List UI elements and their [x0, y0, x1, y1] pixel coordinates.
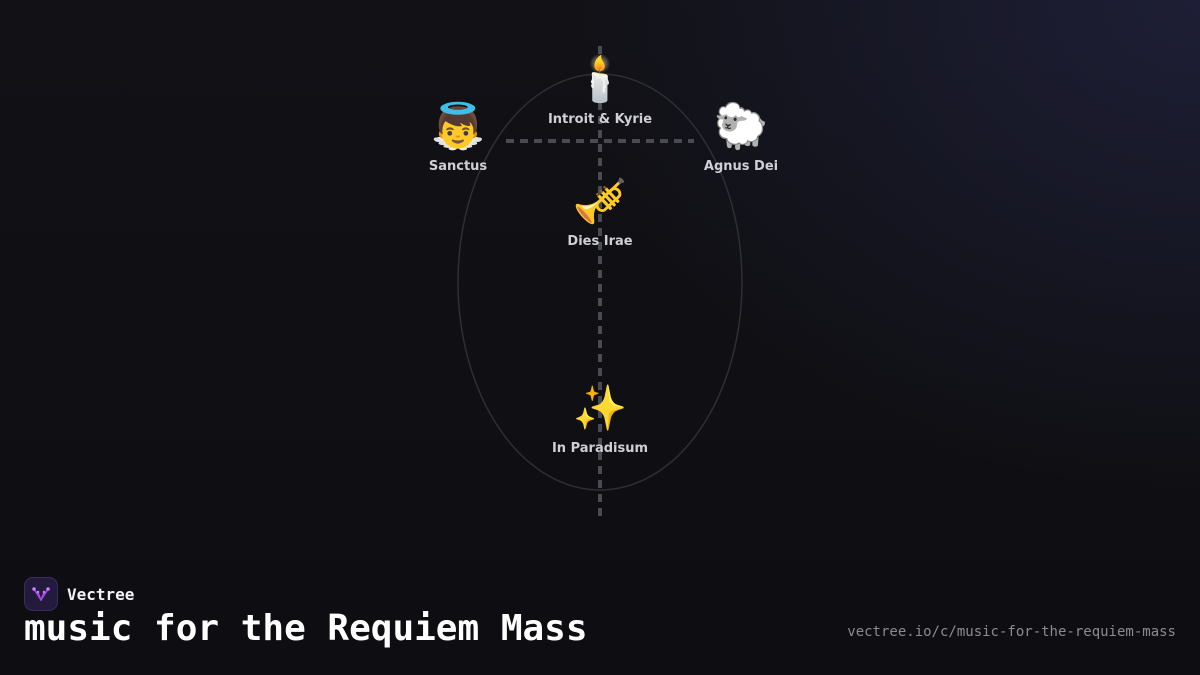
vectree-logo-icon	[24, 577, 58, 611]
node-label: Sanctus	[428, 159, 488, 174]
node-label: Dies Irae	[567, 234, 633, 249]
brand-name: Vectree	[67, 584, 135, 604]
node-sanctus[interactable]: 👼 Sanctus	[368, 101, 548, 174]
node-label: Agnus Dei	[703, 159, 779, 174]
node-introit-kyrie[interactable]: 🕯️ Introit & Kyrie	[510, 54, 690, 127]
sheep-icon: 🐑	[713, 101, 769, 152]
brand[interactable]: Vectree	[24, 577, 134, 611]
node-in-paradisum[interactable]: ✨ In Paradisum	[510, 383, 690, 456]
trumpet-icon: 🎺	[572, 176, 628, 227]
node-label: In Paradisum	[551, 441, 649, 456]
page-url[interactable]: vectree.io/c/music-for-the-requiem-mass	[847, 624, 1176, 640]
node-label: Introit & Kyrie	[547, 112, 653, 127]
sparkles-icon: ✨	[572, 383, 628, 434]
angel-icon: 👼	[430, 101, 486, 152]
page-title: music for the Requiem Mass	[24, 608, 588, 649]
node-dies-irae[interactable]: 🎺 Dies Irae	[510, 176, 690, 249]
candle-icon: 🕯️	[572, 54, 628, 105]
node-agnus-dei[interactable]: 🐑 Agnus Dei	[651, 101, 831, 174]
